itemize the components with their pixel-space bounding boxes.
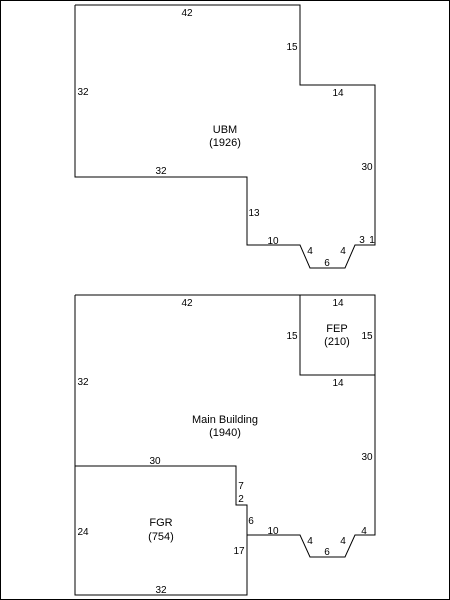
dim-label: 15 xyxy=(286,331,298,342)
area-name-fep: FEP xyxy=(326,323,347,335)
dim-label: 14 xyxy=(332,298,344,309)
dim-label: 42 xyxy=(181,8,193,19)
fgr-outline xyxy=(74,466,248,596)
dim-label: 32 xyxy=(155,585,167,596)
dim-label: 32 xyxy=(77,87,89,98)
dim-label: 10 xyxy=(267,236,279,247)
dim-label: 10 xyxy=(267,526,279,537)
area-name-fgr: FGR xyxy=(149,517,172,529)
ubm-sketch: 42 15 14 32 30 32 13 10 4 6 4 3 1 UBM (1… xyxy=(74,4,376,269)
dim-label: 42 xyxy=(181,298,193,309)
main-building-sketch: 42 14 15 15 14 32 30 30 7 2 6 24 17 32 1… xyxy=(74,294,376,596)
dim-label: 6 xyxy=(324,547,330,558)
dim-label: 2 xyxy=(238,494,244,505)
dim-label: 15 xyxy=(361,331,373,342)
area-name-main: Main Building xyxy=(192,414,258,426)
dim-label: 30 xyxy=(361,452,373,463)
dim-label: 4 xyxy=(340,246,346,257)
dim-label: 32 xyxy=(155,166,167,177)
dim-label: 14 xyxy=(332,88,344,99)
dim-label: 7 xyxy=(238,481,244,492)
dim-label: 4 xyxy=(307,246,313,257)
area-sqft-fep: (210) xyxy=(324,336,350,348)
dim-label: 6 xyxy=(248,516,254,527)
dim-label: 30 xyxy=(149,456,161,467)
area-sqft-main: (1940) xyxy=(209,427,241,439)
dim-label: 24 xyxy=(77,527,89,538)
dim-label: 4 xyxy=(307,536,313,547)
dim-label: 4 xyxy=(361,526,367,537)
dim-label: 1 xyxy=(369,235,375,246)
area-sqft-fgr: (754) xyxy=(148,531,174,543)
dim-label: 3 xyxy=(359,235,365,246)
ubm-outline xyxy=(74,4,376,269)
dim-label: 4 xyxy=(340,536,346,547)
area-sqft-ubm: (1926) xyxy=(209,137,241,149)
dim-label: 17 xyxy=(233,546,245,557)
dim-label: 32 xyxy=(77,377,89,388)
dim-label: 30 xyxy=(361,162,373,173)
dim-label: 6 xyxy=(324,258,330,269)
dim-label: 13 xyxy=(248,208,260,219)
dim-label: 14 xyxy=(332,378,344,389)
area-name-ubm: UBM xyxy=(213,124,237,136)
dim-label: 15 xyxy=(286,42,298,53)
fep-outline xyxy=(299,294,376,376)
